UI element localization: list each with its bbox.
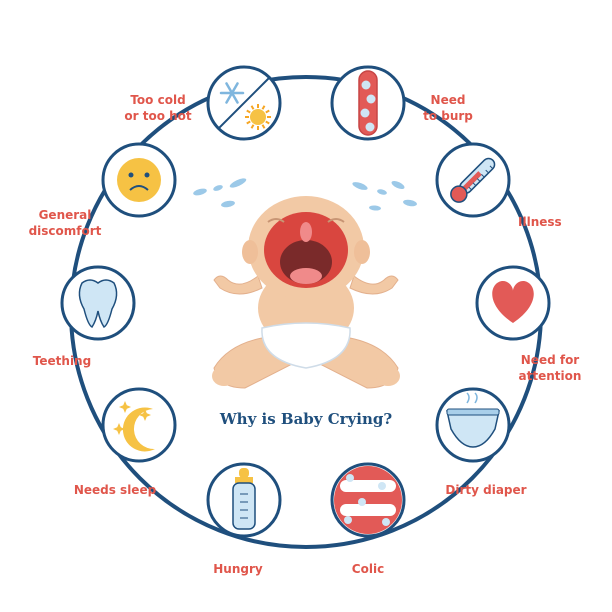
- heart-icon: [475, 265, 551, 341]
- cause-label-temperature: Too cold or too hot: [124, 93, 192, 123]
- cause-label-hungry: Hungry: [213, 562, 263, 576]
- baby-bottle-icon: [206, 462, 282, 538]
- snowflake-sun-icon: [206, 65, 282, 141]
- diaper-icon: [435, 387, 511, 463]
- cause-label-discomfort: General discomfort: [28, 208, 102, 238]
- sad-face-icon: [101, 142, 177, 218]
- crying-baby-illustration: [212, 196, 400, 389]
- thermometer-icon: [435, 142, 511, 218]
- tears-right-icon: [352, 180, 417, 211]
- esophagus-icon: [330, 65, 406, 141]
- intestine-icon: [330, 462, 406, 538]
- cause-label-sleep: Needs sleep: [73, 483, 157, 497]
- cause-label-diaper: Dirty diaper: [445, 483, 527, 497]
- cause-label-colic: Colic: [351, 562, 385, 576]
- cause-label-burp: Need to burp: [423, 93, 473, 123]
- cause-label-attention: Need for attention: [518, 353, 582, 383]
- cause-label-illness: Illness: [518, 215, 562, 229]
- moon-stars-icon: [101, 387, 177, 463]
- tooth-icon: [60, 265, 136, 341]
- tears-left-icon: [193, 178, 247, 208]
- cause-label-teething: Teething: [32, 354, 92, 368]
- page-title: Why is Baby Crying?: [219, 410, 393, 428]
